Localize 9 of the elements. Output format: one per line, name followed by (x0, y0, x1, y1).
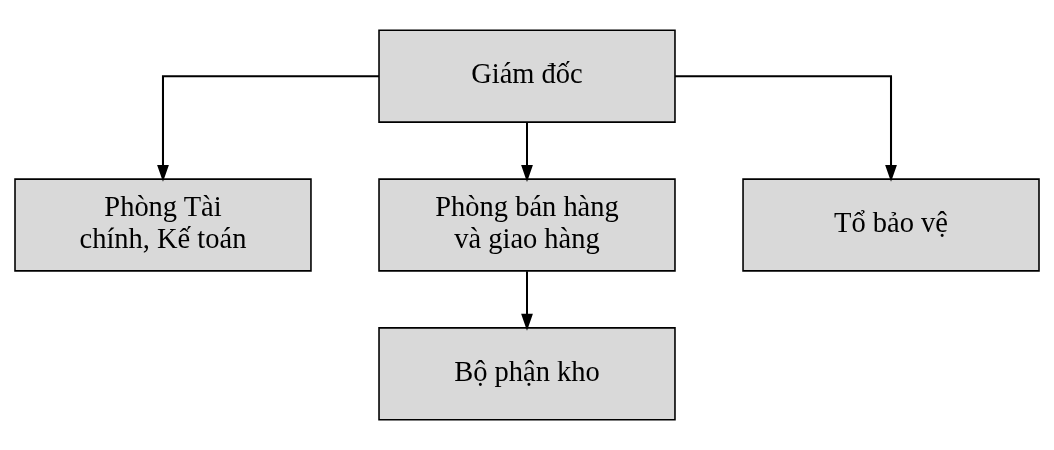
node-box: Phòng bán hàng và giao hàng (378, 178, 676, 272)
node-box: Bộ phận kho (378, 327, 676, 421)
arrow (521, 271, 533, 331)
arrow (157, 75, 379, 182)
node-box: Giám đốc (378, 29, 676, 123)
arrow (675, 75, 897, 182)
node-box: Tổ bảo vệ (742, 178, 1040, 272)
node-box: Phòng Tài chính, Kế toán (14, 178, 312, 272)
arrow (521, 122, 533, 182)
